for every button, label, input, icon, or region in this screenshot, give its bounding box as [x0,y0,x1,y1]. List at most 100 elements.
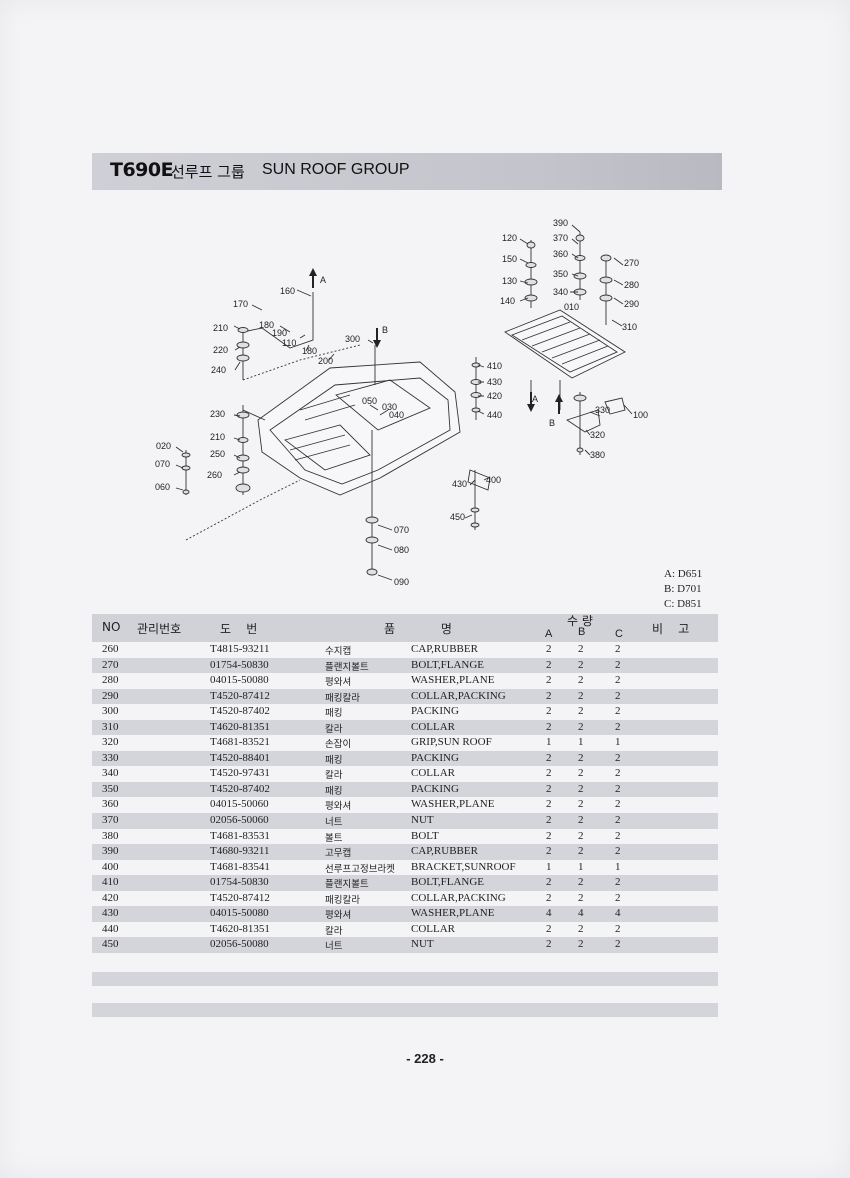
cell-ko: 고무캡 [325,848,352,860]
callout: 380 [590,450,605,460]
cell-c: 2 [615,876,621,889]
callout: 290 [624,299,639,309]
callout: 080 [394,545,409,555]
cell-b: 2 [578,782,584,795]
cell-c: 2 [615,674,621,687]
cell-a: 2 [546,829,552,842]
cell-en: COLLAR,PACKING [411,689,506,702]
cell-pn: T4680-93211 [210,845,270,858]
cell-ko: 볼트 [325,832,343,844]
cell-ko: 플랜지볼트 [325,661,369,673]
cell-c: 2 [615,829,621,842]
callout: 120 [502,233,517,243]
header-part-name: 품 명 [384,622,452,636]
callout: 160 [280,286,295,296]
cell-b: 2 [578,751,584,764]
model-legend: A: D651 B: D701 C: D851 [664,567,702,612]
callout: 130 [502,276,517,286]
model-legend-b: B: D701 [664,583,702,595]
cell-b: 2 [578,829,584,842]
cell-b: 2 [578,643,584,655]
cell-ko: 칼라 [325,770,343,782]
cell-en: PACKING [411,705,459,718]
cell-b: 2 [578,891,584,904]
cell-ko: 패킹 [325,754,343,766]
callout: 310 [622,322,637,332]
cell-pn: 02056-50060 [210,814,269,827]
cell-en: WASHER,PLANE [411,907,495,920]
callout: 270 [624,258,639,268]
cell-c: 2 [615,891,621,904]
group-title-english: SUN ROOF GROUP [262,161,410,178]
blank-row-band [92,972,718,986]
callout: 340 [553,287,568,297]
callout: 180 [302,346,317,356]
callout: 040 [389,410,404,420]
callout: 260 [207,470,222,480]
cell-pn: 02056-50080 [210,938,269,951]
cell-en: PACKING [411,751,459,764]
cell-a: 2 [546,876,552,889]
cell-no: 410 [102,876,119,889]
cell-no: 340 [102,767,119,780]
view-marker-b-lower: B [549,418,555,428]
cell-ko: 칼라 [325,925,343,937]
cell-b: 2 [578,922,584,935]
header-qty-c: C [615,628,623,640]
cell-ko: 너트 [325,817,343,829]
cell-c: 2 [615,845,621,858]
table-header: NO 관리번호 도 번 품 명 수 량 A B C 비 고 [92,614,718,642]
callout: 070 [394,525,409,535]
header-qty-b: B [578,626,586,638]
cell-b: 2 [578,876,584,889]
callout: 210 [213,323,228,333]
callout: 440 [487,410,502,420]
callout: 100 [633,410,648,420]
cell-b: 2 [578,658,584,671]
callout: 180 [259,320,274,330]
header-remark: 비 고 [652,622,690,636]
cell-b: 2 [578,720,584,733]
model-legend-a: A: D651 [664,568,703,580]
cell-en: NUT [411,814,434,827]
cell-pn: T4681-83531 [210,829,270,842]
cell-no: 270 [102,658,119,671]
cell-c: 2 [615,689,621,702]
cell-c: 2 [615,938,621,951]
cell-pn: 04015-50080 [210,674,269,687]
cell-en: BOLT,FLANGE [411,876,485,889]
callout: 030 [382,402,397,412]
model-code: T690E [110,159,174,181]
cell-b: 2 [578,814,584,827]
group-title-korean: 선루프 그룹 [171,163,245,181]
cell-no: 320 [102,736,119,749]
cell-ko: 수지캡 [325,646,352,657]
callout: 010 [564,302,579,312]
callout: 060 [155,482,170,492]
cell-no: 330 [102,751,119,764]
cell-pn: 01754-50830 [210,876,269,889]
header-qty: 수 량 [567,614,593,628]
callout: 430 [487,377,502,387]
cell-no: 390 [102,845,119,858]
callout: 300 [345,334,360,344]
cell-no: 310 [102,720,119,733]
cell-c: 2 [615,658,621,671]
cell-pn: T4520-87402 [210,782,270,795]
cell-en: CAP,RUBBER [411,643,478,655]
cell-pn: 04015-50060 [210,798,269,811]
cell-no: 420 [102,891,119,904]
cell-a: 1 [546,736,552,749]
cell-no: 440 [102,922,119,935]
page-number: - 228 - [406,1051,444,1066]
cell-en: COLLAR [411,767,455,780]
exploded-parts-diagram: A B A B 390 370 360 350 340 010 120 150 … [155,218,648,587]
cell-ko: 평와셔 [325,910,352,922]
